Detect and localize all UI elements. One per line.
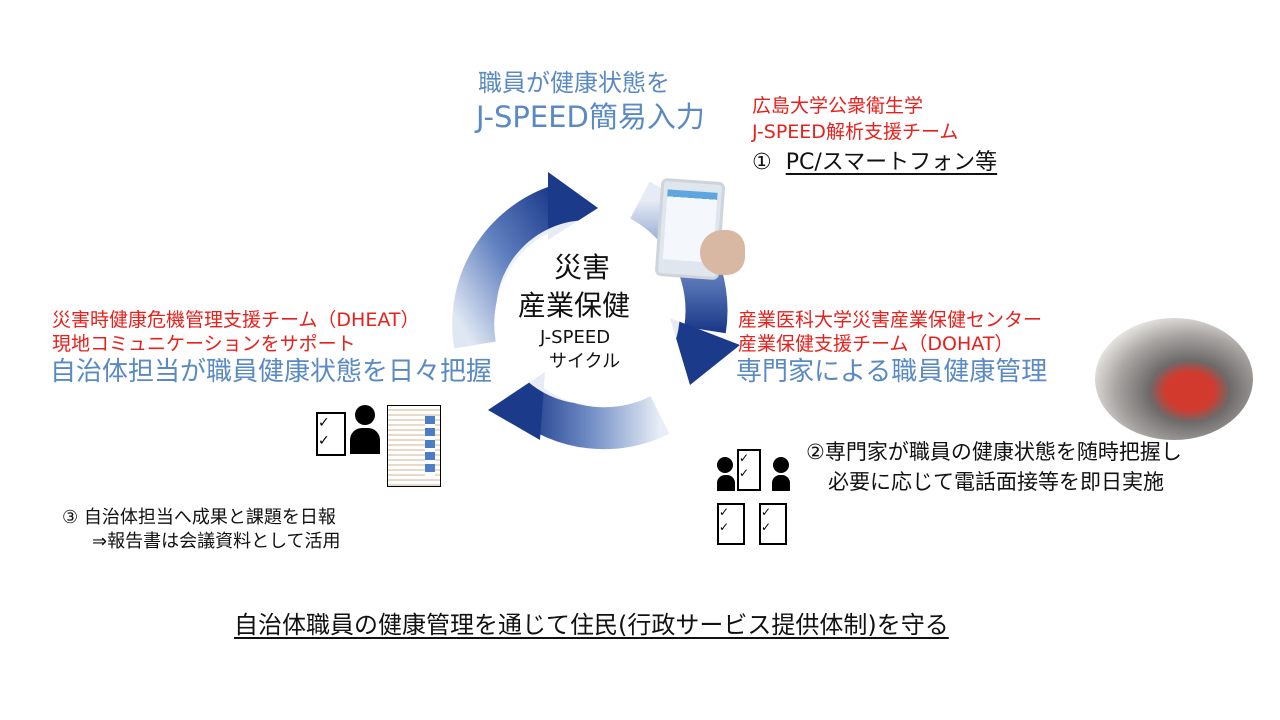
checklist-icon: ✓✓ xyxy=(717,503,745,545)
center-line3: J-SPEED xyxy=(540,327,611,348)
top-line2: J-SPEED簡易入力 xyxy=(476,100,705,134)
arrow-bottom xyxy=(488,372,670,450)
top-line1: 職員が健康状態を xyxy=(478,69,670,97)
report-image xyxy=(387,405,441,487)
person-icon xyxy=(350,405,380,455)
dohat-center: 産業医科大学災害産業保健センター xyxy=(738,309,1043,331)
center-line4: サイクル xyxy=(549,351,621,372)
jspeed-team: J-SPEED解析支援チーム xyxy=(752,121,959,143)
center-line2: 産業保健 xyxy=(518,289,631,322)
arrow-top xyxy=(452,172,598,349)
hand-image xyxy=(700,230,745,275)
left-headline: 自治体担当が職員健康状態を日々把握 xyxy=(50,357,493,387)
step1-text: PC/スマートフォン等 xyxy=(785,150,998,175)
right-headline: 専門家による職員健康管理 xyxy=(736,357,1048,387)
step3-line2: ⇒報告書は会議資料として活用 xyxy=(92,531,341,552)
hiroshima-org: 広島大学公衆衛生学 xyxy=(752,95,924,117)
checklist-pen-icon: ✓✓ xyxy=(316,412,346,456)
center-line1: 災害 xyxy=(554,251,611,284)
dheat-org: 災害時健康危機管理支援チーム（DHEAT） xyxy=(52,309,420,331)
consultation-icon: ✓✓ xyxy=(717,445,792,493)
dohat-team-photo xyxy=(1095,318,1253,440)
step1-number: ① xyxy=(752,150,772,175)
step1: ① PC/スマートフォン等 xyxy=(752,150,997,175)
step2-line1: ②専門家が職員の健康状態を随時把握し xyxy=(806,440,1182,464)
step3-line1: ③ 自治体担当へ成果と課題を日報 xyxy=(62,507,336,528)
step2-line2: 必要に応じて電話面接等を即日実施 xyxy=(828,470,1164,494)
footer-message: 自治体職員の健康管理を通じて住民(行政サービス提供体制)を守る xyxy=(234,611,949,639)
dohat-team: 産業保健支援チーム（DOHAT） xyxy=(738,333,1014,355)
dheat-support: 現地コミュニケーションをサポート xyxy=(52,333,356,355)
clipboard-icon: ✓✓ xyxy=(759,503,787,545)
